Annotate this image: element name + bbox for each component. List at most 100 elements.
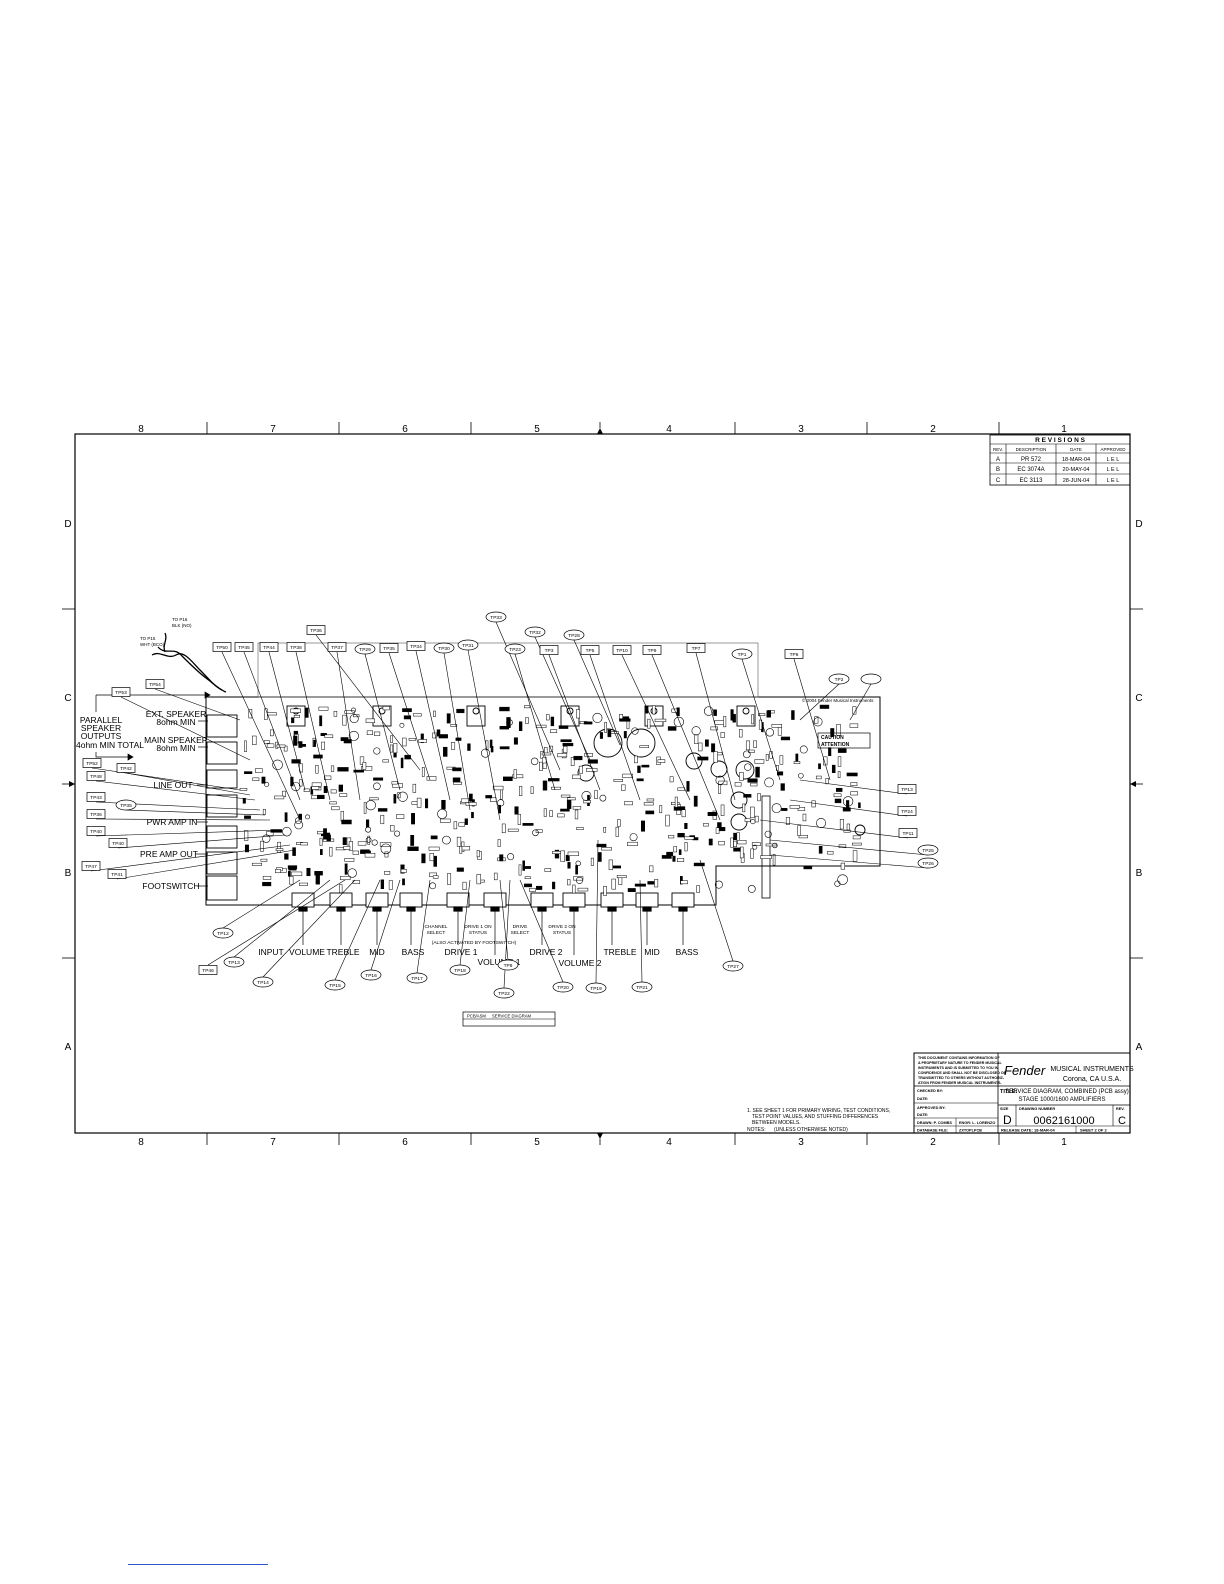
pcb-component xyxy=(849,723,859,728)
pcb-component xyxy=(694,734,699,744)
row-labels: D C B A D C B A xyxy=(64,519,1142,1053)
pcb-component xyxy=(743,794,752,798)
test-point-label: TP31 xyxy=(462,643,474,649)
pcb-component xyxy=(260,840,264,852)
pcb-component xyxy=(402,737,407,747)
row-label: C xyxy=(1135,693,1142,704)
jack-connectors xyxy=(206,714,238,901)
test-point-leader xyxy=(336,651,361,801)
pcb-component xyxy=(744,818,751,822)
col-label: 8 xyxy=(138,424,144,435)
pcb-via xyxy=(348,730,359,741)
pcb-component xyxy=(707,811,717,816)
test-point-label: TP47 xyxy=(85,864,97,870)
pcb-via xyxy=(429,882,437,890)
pcb-component xyxy=(765,753,769,761)
pcb-component xyxy=(339,793,348,797)
parallel-label: 4ohm MIN TOTAL xyxy=(76,740,144,750)
pcb-component xyxy=(319,837,323,846)
pcb-component xyxy=(270,729,274,737)
pcb-via xyxy=(480,748,490,758)
pcb-component xyxy=(340,810,344,822)
pcb-component xyxy=(429,853,434,862)
pcb-component xyxy=(831,764,836,773)
pcb-component xyxy=(343,846,351,850)
test-point-marker: TP16 xyxy=(360,969,382,981)
test-point-leader xyxy=(233,879,331,958)
test-point-oval xyxy=(115,799,137,811)
test-point-box xyxy=(86,771,106,781)
test-point-marker: TP22 xyxy=(493,987,515,999)
test-point-box xyxy=(86,809,106,819)
test-point-leader xyxy=(699,859,734,962)
pcb-component xyxy=(412,783,417,793)
pcb-component xyxy=(601,847,612,851)
pcb-component xyxy=(654,718,667,722)
pcb-component xyxy=(411,801,418,805)
pcb-component xyxy=(384,851,389,858)
test-point-box xyxy=(198,965,218,975)
pcb-via xyxy=(282,826,292,837)
test-point-label: TP15 xyxy=(329,983,341,989)
pcb-note: PCB/ASM xyxy=(467,1014,486,1019)
pcb-via xyxy=(272,759,283,771)
pcb-component xyxy=(393,794,397,804)
pcb-component xyxy=(284,853,289,860)
approved-by: APPROVED BY: xyxy=(917,1106,946,1110)
test-point-oval xyxy=(722,960,744,972)
pcb-component xyxy=(754,759,765,764)
pcb-via xyxy=(365,826,372,833)
pcb-component xyxy=(330,789,337,794)
rev-cell: 28-JUN-04 xyxy=(1063,478,1090,484)
pcb-component xyxy=(573,876,584,881)
test-point-oval xyxy=(493,987,515,999)
pcb-component xyxy=(242,798,246,804)
test-point-label: TP43 xyxy=(90,795,102,801)
test-point-label: TP30 xyxy=(438,646,450,652)
caution-label: CAUTION xyxy=(821,735,844,741)
pcb-component xyxy=(777,771,784,776)
test-point-box xyxy=(107,869,127,879)
pcb-component xyxy=(530,786,534,794)
pcb-component xyxy=(578,765,583,774)
test-point-leader xyxy=(222,879,301,929)
test-point-marker: TP54 xyxy=(145,679,165,689)
pcb-component xyxy=(554,849,560,859)
pcb-component xyxy=(590,857,594,866)
test-point-leader xyxy=(548,654,601,791)
test-point-marker: TP6 xyxy=(784,649,804,659)
rev-cell: L E L xyxy=(1107,457,1120,463)
pcb-component xyxy=(840,862,845,870)
pcb-component xyxy=(452,777,461,783)
pcb-component xyxy=(513,737,518,745)
col-label: 1 xyxy=(1061,1137,1067,1148)
pcb-component xyxy=(718,784,722,794)
pcb-via xyxy=(365,800,376,811)
pcb-via xyxy=(703,706,714,716)
pcb-component xyxy=(560,794,571,798)
pcb-via xyxy=(592,712,603,723)
test-point-oval xyxy=(917,844,939,856)
pcb-component xyxy=(499,854,504,862)
pcb-component xyxy=(438,734,448,739)
pcb-component xyxy=(518,721,523,732)
pcb-component xyxy=(575,865,578,875)
test-point-box xyxy=(406,641,426,651)
pcb-component xyxy=(304,707,309,718)
pcb-component xyxy=(818,763,821,770)
test-point-label: TP27 xyxy=(727,964,739,970)
pcb-component xyxy=(678,849,682,855)
pcb-via xyxy=(442,835,451,845)
test-point-box xyxy=(212,642,232,652)
test-point-marker: TP31 xyxy=(457,639,479,651)
test-point-marker: TP5 xyxy=(580,645,600,655)
pcb-component xyxy=(765,843,777,847)
pcb-component xyxy=(657,759,666,763)
test-point-leader xyxy=(443,652,471,811)
pcb-component xyxy=(326,834,331,842)
pcb-component xyxy=(471,812,474,819)
test-point-leader xyxy=(315,634,421,771)
test-point-label: TP48 xyxy=(90,774,102,780)
pcb-component xyxy=(410,834,415,846)
pcb-component xyxy=(613,779,624,782)
